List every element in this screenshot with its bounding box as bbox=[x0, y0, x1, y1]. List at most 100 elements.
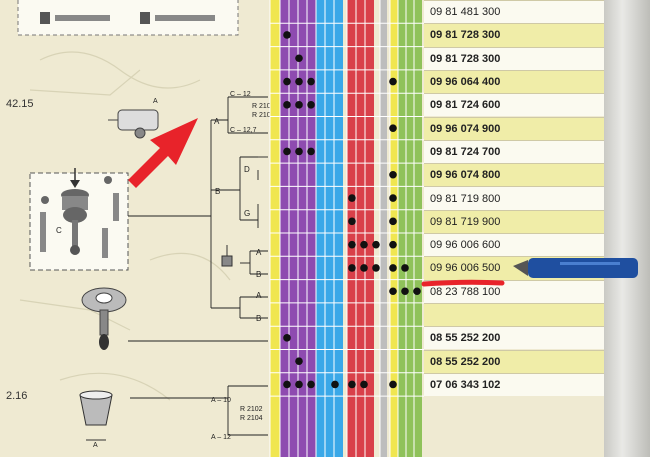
color-column bbox=[365, 0, 374, 457]
color-column bbox=[280, 0, 289, 457]
part-number-row: 09 81 728 300 bbox=[424, 46, 604, 70]
bushing-illustration bbox=[81, 287, 127, 350]
matrix-dot bbox=[348, 240, 356, 249]
label-c127: C – 12,7 bbox=[230, 127, 257, 134]
matrix-dot bbox=[295, 54, 303, 63]
part-number-row: 09 96 074 900 bbox=[424, 116, 604, 140]
matrix-dot bbox=[360, 264, 368, 272]
color-column bbox=[325, 0, 334, 457]
label-a-arm: A bbox=[214, 117, 220, 126]
matrix-dot bbox=[283, 77, 291, 86]
matrix-dot bbox=[389, 380, 397, 389]
matrix-dot bbox=[348, 217, 356, 226]
part-number-row: 09 96 074 800 bbox=[424, 163, 604, 187]
label-r2104-top: R 2104 bbox=[252, 112, 275, 119]
matrix-dot bbox=[389, 240, 397, 249]
color-column bbox=[316, 0, 325, 457]
faded-background-drawing bbox=[19, 51, 231, 401]
nut-illustration bbox=[221, 245, 233, 267]
red-arrow-annotation bbox=[128, 118, 198, 188]
color-column bbox=[380, 0, 387, 457]
matrix-dot bbox=[389, 124, 397, 132]
part-number-row: 09 81 728 300 bbox=[424, 23, 604, 47]
matrix-dot bbox=[283, 101, 291, 109]
matrix-dot bbox=[283, 147, 291, 156]
part-number-row: 08 55 252 200 bbox=[424, 326, 604, 350]
matrix-dot bbox=[307, 77, 315, 86]
color-column bbox=[406, 0, 414, 457]
label-b-nut: B bbox=[256, 270, 261, 279]
matrix-dot bbox=[401, 264, 409, 272]
matrix-dot bbox=[360, 240, 368, 249]
label-a-bushing: A bbox=[256, 291, 262, 300]
matrix-dot bbox=[389, 217, 397, 226]
matrix-dot bbox=[389, 287, 397, 296]
matrix-dot bbox=[295, 147, 303, 156]
dot-matrix bbox=[283, 31, 421, 389]
color-column bbox=[356, 0, 365, 457]
color-column bbox=[398, 0, 406, 457]
matrix-dot bbox=[307, 147, 315, 156]
color-column bbox=[270, 0, 280, 457]
matrix-dot bbox=[372, 240, 380, 249]
matrix-dot bbox=[295, 357, 303, 365]
color-column bbox=[334, 0, 343, 457]
color-column bbox=[307, 0, 316, 457]
part-number-row: 09 96 006 600 bbox=[424, 233, 604, 257]
part-number-row: 09 81 724 700 bbox=[424, 139, 604, 164]
part-number-row: 09 96 064 400 bbox=[424, 69, 604, 94]
tree-connector-lines bbox=[128, 96, 268, 436]
label-a-nut: A bbox=[256, 248, 262, 257]
part-number-row: 07 06 343 102 bbox=[424, 372, 604, 397]
matrix-dot bbox=[331, 380, 339, 389]
label-c-joint: C bbox=[56, 226, 62, 235]
part-number-row: 09 81 719 900 bbox=[424, 209, 604, 233]
page-edge bbox=[604, 0, 650, 457]
matrix-dot bbox=[307, 380, 315, 389]
matrix-dot bbox=[283, 334, 291, 342]
label-a12: A – 12 bbox=[211, 434, 231, 441]
part-number-row: 09 81 724 600 bbox=[424, 93, 604, 117]
bolt-kit-illustration bbox=[17, 0, 239, 36]
label-a-small: A bbox=[153, 98, 158, 105]
part-number-row bbox=[424, 302, 604, 327]
color-column bbox=[298, 0, 307, 457]
label-a10: A – 10 bbox=[211, 397, 231, 404]
color-column bbox=[347, 0, 356, 457]
label-b-main: B bbox=[215, 187, 220, 196]
matrix-dot bbox=[401, 287, 409, 296]
label-r2102-bottom: R 2102 bbox=[240, 406, 263, 413]
matrix-dot bbox=[413, 287, 421, 296]
matrix-dot bbox=[360, 380, 368, 389]
color-column bbox=[414, 0, 422, 457]
ball-joint-kit-illustration bbox=[29, 168, 129, 271]
label-r2102-top: R 2102 bbox=[252, 103, 275, 110]
label-r2104-bottom: R 2104 bbox=[240, 415, 263, 422]
matrix-dot bbox=[295, 101, 303, 109]
matrix-dot bbox=[348, 264, 356, 272]
matrix-dot bbox=[283, 380, 291, 389]
color-columns bbox=[269, 0, 424, 457]
matrix-dot bbox=[389, 194, 397, 202]
part-number-row: 09 81 719 800 bbox=[424, 186, 604, 210]
matrix-dot bbox=[372, 264, 380, 272]
color-column bbox=[289, 0, 298, 457]
label-a-cup: A bbox=[93, 442, 98, 449]
label-d: D bbox=[244, 165, 250, 174]
section-number-2-16: 2.16 bbox=[6, 390, 27, 402]
matrix-dot bbox=[295, 77, 303, 86]
matrix-dot bbox=[348, 380, 356, 389]
matrix-dot bbox=[389, 170, 397, 179]
color-column bbox=[390, 0, 398, 457]
part-number-row: 09 96 006 500 bbox=[424, 256, 604, 280]
arm-illustration bbox=[108, 109, 159, 139]
label-g: G bbox=[244, 209, 250, 218]
matrix-dot bbox=[283, 31, 291, 39]
matrix-dot bbox=[307, 101, 315, 109]
matrix-dot bbox=[389, 264, 397, 272]
label-b-bushing: B bbox=[256, 314, 261, 323]
part-number-row: 09 81 481 300 bbox=[424, 0, 604, 24]
matrix-dot bbox=[348, 194, 356, 202]
